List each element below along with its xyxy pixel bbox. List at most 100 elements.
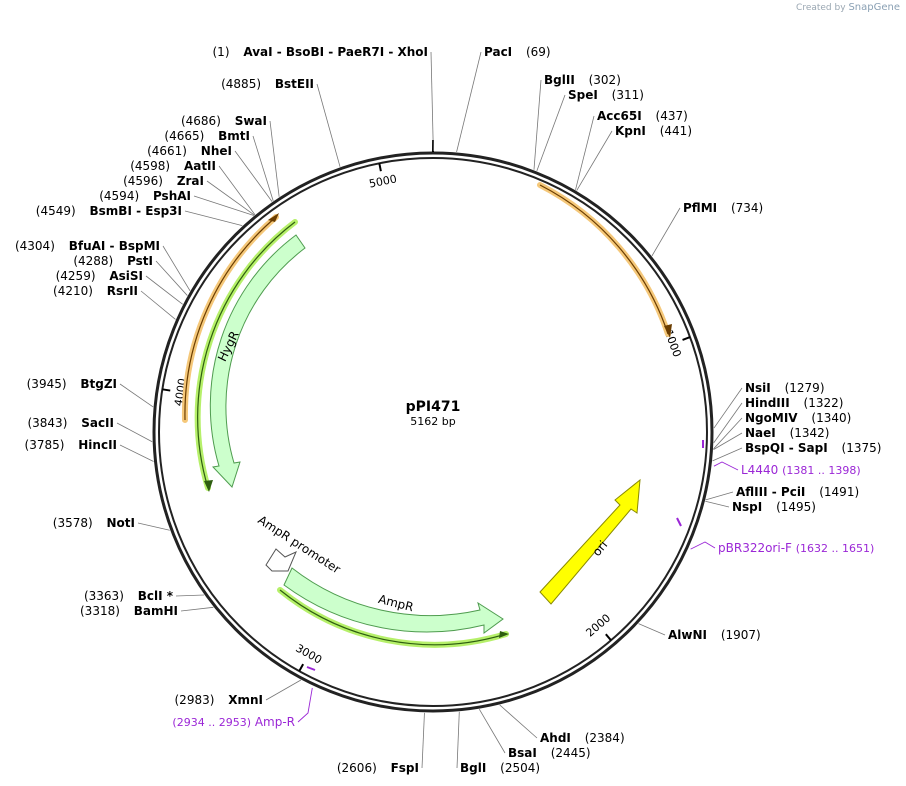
orf-arrowhead-right: [664, 324, 672, 338]
enzyme-position: (1322): [804, 396, 844, 410]
enzyme-position: (3363): [84, 589, 124, 603]
enzyme-site-bsteii[interactable]: (4885) BstEII: [221, 77, 314, 91]
cut-line-bsmbi: [184, 210, 243, 227]
enzyme-site-bamhi[interactable]: (3318) BamHI: [80, 604, 178, 618]
enzyme-position: (1491): [819, 485, 859, 499]
enzyme-site-aatii[interactable]: (4598) AatII: [130, 159, 216, 173]
enzyme-name: ZraI: [177, 174, 204, 188]
enzyme-site-hincii[interactable]: (3785) HincII: [25, 438, 117, 452]
enzyme-position: (4210): [53, 284, 93, 298]
cut-line-bsai: [478, 708, 506, 754]
enzyme-position: (3318): [80, 604, 120, 618]
enzyme-position: (1): [213, 45, 230, 59]
enzyme-name: AsiSI: [109, 269, 143, 283]
primer-pbr322ori-f[interactable]: pBR322ori-F (1632 .. 1651): [718, 541, 874, 555]
plasmid-length: 5162 bp: [410, 415, 455, 428]
enzyme-site-bsai[interactable]: BsaI (2445): [508, 746, 591, 760]
cut-line-ngomiv: [713, 417, 743, 450]
enzyme-name: PflMI: [683, 201, 717, 215]
enzyme-site-hindiii[interactable]: HindIII (1322): [745, 396, 843, 410]
ori-feature: [539, 478, 641, 605]
enzyme-site-bfuai[interactable]: (4304) BfuAI - BspMI: [15, 239, 160, 253]
enzyme-site-bgli[interactable]: BglI (2504): [460, 761, 540, 775]
enzyme-site-alwni[interactable]: AlwNI (1907): [668, 628, 761, 642]
enzyme-site-bglii[interactable]: BglII (302): [544, 73, 621, 87]
enzyme-name: NgoMIV: [745, 411, 798, 425]
enzyme-name: SacII: [81, 416, 114, 430]
enzyme-site-paci[interactable]: PacI (69): [484, 45, 551, 59]
enzyme-site-bcli[interactable]: (3363) BclI *: [84, 589, 174, 603]
enzyme-site-noti[interactable]: (3578) NotI: [53, 516, 135, 530]
cut-line-naei: [713, 432, 743, 450]
enzyme-position: (4259): [56, 269, 96, 283]
ring-tick: [378, 163, 382, 172]
enzyme-position: (4598): [130, 159, 170, 173]
cut-line-bgli: [456, 711, 460, 769]
enzyme-position: (3785): [25, 438, 65, 452]
enzyme-position: (1907): [721, 628, 761, 642]
primer-amp-r[interactable]: (2934 .. 2953) Amp-R: [172, 715, 295, 729]
enzyme-site-nhei[interactable]: (4661) NheI: [147, 144, 232, 158]
primer-name: Amp-R: [255, 715, 295, 729]
enzyme-site-xmni[interactable]: (2983) XmnI: [175, 693, 264, 707]
enzyme-position: (4594): [99, 189, 139, 203]
enzyme-position: (1375): [842, 441, 882, 455]
enzyme-site-bsmbi[interactable]: (4549) BsmBI - Esp3I: [36, 204, 182, 218]
cut-line-hindiii: [713, 402, 743, 444]
enzyme-site-zrai[interactable]: (4596) ZraI: [123, 174, 204, 188]
primer-range: (2934 .. 2953): [172, 716, 251, 729]
enzyme-site-pshai[interactable]: (4594) PshAI: [99, 189, 191, 203]
enzyme-site-bmti[interactable]: (4665) BmtI: [164, 129, 250, 143]
enzyme-site-bspqi[interactable]: BspQI - SapI (1375): [745, 441, 881, 455]
enzyme-position: (302): [589, 73, 621, 87]
primer-name: pBR322ori-F: [718, 541, 792, 555]
enzyme-site-acc65i[interactable]: Acc65I (437): [597, 109, 688, 123]
cut-line-rsrii: [140, 290, 176, 320]
enzyme-site-ahdi[interactable]: AhdI (2384): [540, 731, 625, 745]
enzyme-position: (3843): [27, 416, 67, 430]
enzyme-site-swai[interactable]: (4686) SwaI: [181, 114, 267, 128]
enzyme-site-nspi[interactable]: NspI (1495): [732, 500, 816, 514]
ring-tick-label: 2000: [583, 611, 613, 639]
enzyme-site-asisi[interactable]: (4259) AsiSI: [56, 269, 143, 283]
enzyme-name: PshAI: [153, 189, 191, 203]
enzyme-site-btgzi[interactable]: (3945) BtgZI: [27, 377, 117, 391]
enzyme-position: (2983): [175, 693, 215, 707]
cut-line-bfuai: [162, 245, 191, 292]
enzyme-position: (1340): [811, 411, 851, 425]
enzyme-name: XmnI: [228, 693, 263, 707]
primer-line-pbr322ori-f: [690, 541, 716, 550]
enzyme-site-rsrii[interactable]: (4210) RsrII: [53, 284, 138, 298]
enzyme-name: Acc65I: [597, 109, 642, 123]
primer-line-amp-r: [297, 687, 313, 723]
enzyme-site-nsii[interactable]: NsiI (1279): [745, 381, 825, 395]
enzyme-site-naei[interactable]: NaeI (1342): [745, 426, 829, 440]
enzyme-site-pflmi[interactable]: PflMI (734): [683, 201, 763, 215]
enzyme-name: PacI: [484, 45, 512, 59]
enzyme-site-afliii[interactable]: AflIII - PciI (1491): [736, 485, 859, 499]
enzyme-site-psti[interactable]: (4288) PstI: [73, 254, 153, 268]
cut-line-pshai: [193, 195, 254, 216]
enzyme-site-ngomiv[interactable]: NgoMIV (1340): [745, 411, 851, 425]
enzyme-name: BstEII: [275, 77, 314, 91]
cut-line-bsteii: [316, 83, 341, 167]
enzyme-site-kpni[interactable]: KpnI (441): [615, 124, 692, 138]
cut-line-sacii: [116, 422, 153, 443]
enzyme-position: (4288): [73, 254, 113, 268]
enzyme-site-avai[interactable]: (1) AvaI - BsoBI - PaeR7I - XhoI: [213, 45, 429, 59]
enzyme-position: (441): [660, 124, 692, 138]
credit-prefix: Created by: [796, 3, 846, 13]
enzyme-site-spei[interactable]: SpeI (311): [568, 88, 644, 102]
enzyme-position: (1495): [776, 500, 816, 514]
orf-arc-right-core: [539, 184, 669, 335]
enzyme-name: BmtI: [218, 129, 250, 143]
enzyme-position: (1342): [790, 426, 830, 440]
enzyme-site-fspi[interactable]: (2606) FspI: [337, 761, 419, 775]
enzyme-name: AflIII - PciI: [736, 485, 805, 499]
primer-l4440[interactable]: L4440 (1381 .. 1398): [741, 463, 861, 477]
enzyme-site-sacii[interactable]: (3843) SacII: [27, 416, 114, 430]
hygr-feature: [209, 234, 306, 488]
enzyme-name: BsaI: [508, 746, 537, 760]
enzyme-position: (311): [612, 88, 644, 102]
